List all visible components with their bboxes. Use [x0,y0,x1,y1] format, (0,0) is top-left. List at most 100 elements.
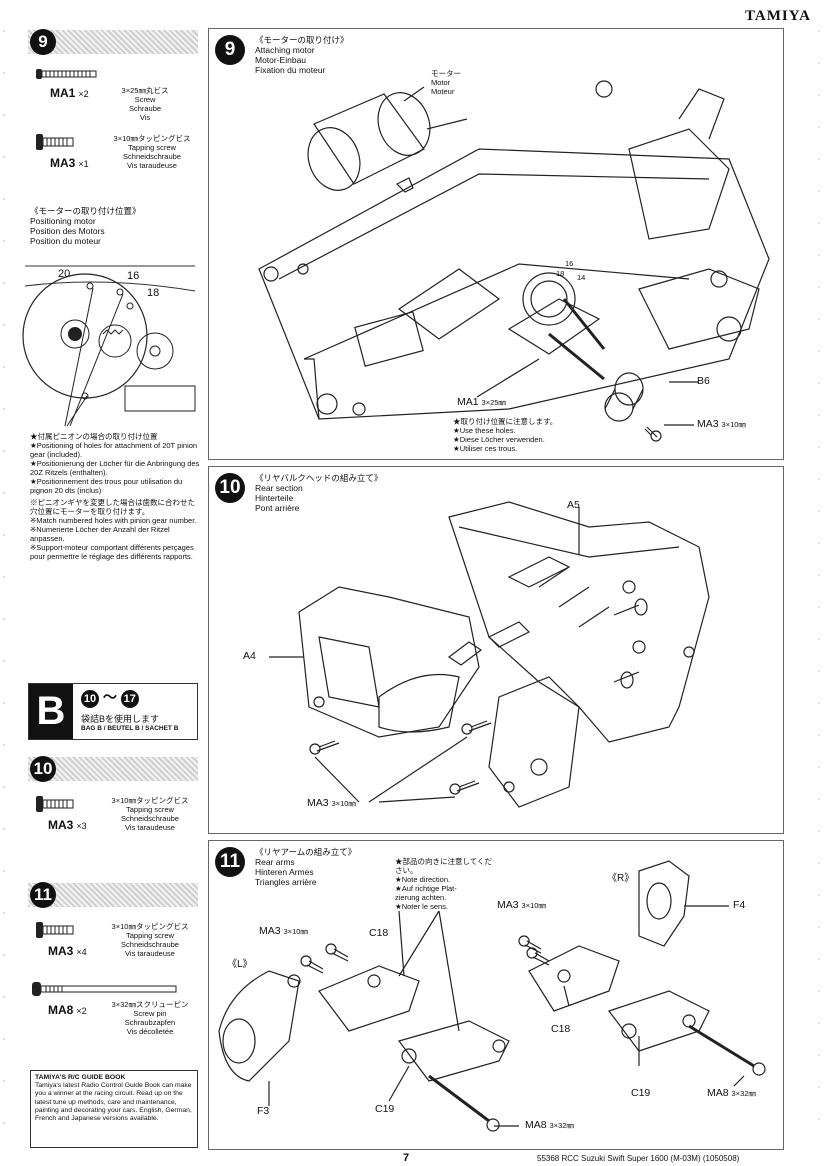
ma8-code-text: MA8 [48,1003,74,1017]
binding-marks [3,30,5,1140]
ma8-left-size: 3×32㎜ [549,1121,574,1130]
ma3-left-size: 3×10㎜ [283,927,308,936]
holes-note-de: ★Diese Löcher verwenden. [453,435,545,444]
a5-callout: A5 [567,499,580,511]
ma3-right-code: MA3 [497,899,519,911]
positioning-title-jp: 《モーターの取り付け位置》 [30,206,141,216]
positioning-title-en: Positioning motor [30,216,96,226]
guide-book-box: TAMIYA'S R/C GUIDE BOOK Tamiya's latest … [30,1070,198,1148]
step10-badge: 10 [30,756,56,782]
a4-callout: A4 [243,650,256,662]
step10-title-en: Rear section [255,483,303,493]
note-fr-1: ★Positionnement des trous pour utilisati… [30,477,183,495]
holes-note-en: ★Use these holes. [453,426,516,435]
ma8-code: MA8×2 [48,1003,87,1017]
ma1-size: 3×25㎜丸ビス [121,86,169,95]
ma1-code-text: MA1 [50,86,76,100]
step9-panel-badge: 9 [215,35,245,65]
note-de-2: ※Numerierte Löcher der Anzahl der Ritzel… [30,525,170,543]
ma1-callout: MA1 3×25㎜ [457,396,506,408]
ma3-callout-code-step9: MA3 [697,418,719,430]
note-de-1: ★Positionierung der Löcher für die Anbri… [30,459,200,477]
ma3-callout-step9: MA3 3×10㎜ [697,418,746,430]
ma3-qty-step10: ×3 [76,821,87,831]
note-en-2: ※Match numbered holes with pinion gear n… [30,516,197,525]
step9-panel: 9 《モーターの取り付け》 Attaching motor Motor-Einb… [208,28,784,460]
ma1-desc-de: Schraube [128,104,162,113]
ma3-screw-icon-step11 [36,922,74,938]
ma3-desc-de: Schneidschraube [123,152,181,161]
bag-range-from: 10 [81,690,99,708]
bag-range-to: 17 [120,690,139,708]
bag-en: BAG B / BEUTEL B / SACHET B [81,725,179,732]
step9-badge: 9 [30,29,56,55]
ma3-screw-icon-step10 [36,796,74,812]
c19-right-callout: C19 [631,1087,651,1099]
ma3-desc-de-step10: Schneidschraube [121,814,179,823]
bag-b-box: B 10 〜 17 袋詰Bを使用します BAG B / BEUTEL B / S… [28,683,198,740]
step11-badge: 11 [30,882,56,908]
ma3-desc-en: Tapping screw [128,143,176,152]
guide-text: Tamiya's latest Radio Control Guide Book… [35,1082,192,1123]
step10-panel: 10 《リヤバルクヘッドの組み立て》 Rear section Hinterte… [208,466,784,834]
ma3-desc-en-step11: Tapping screw [126,931,174,940]
step9-title-en: Attaching motor [255,45,315,55]
motor-label-fr: Moteur [431,87,455,96]
ma3-size: 3×10㎜タッピングビス [113,134,191,143]
note-fr-2: ※Support-moteur comportant différents pe… [30,543,194,561]
note-jp-2: ※ピニオンギヤを変更した場合は歯数に合わせた穴位置にモーターを取り付けます。 [30,498,195,516]
ma3-desc-fr: Vis taraudeuse [127,161,177,170]
step9-title-jp: 《モーターの取り付け》 [255,35,349,45]
ma3-callout-code-step10: MA3 [307,797,329,809]
tooth-label-18: 18 [147,287,160,299]
step10-title-de: Hinterteile [255,493,294,503]
step11-parts-header [28,883,198,907]
ma8-qty: ×2 [76,1006,87,1016]
chassis-motor-illustration [258,80,770,442]
ma3-code-text-step10: MA3 [48,818,74,832]
ma3-desc-fr-step11: Vis taraudeuse [125,949,175,958]
positioning-notes: ★付属ピニオンの場合の取り付け位置 ★Positioning of holes … [30,432,200,561]
ma8-callout-left: MA8 3×32㎜ [525,1119,574,1131]
ma3-size-step10: 3×10㎜タッピングビス [111,796,189,805]
ma1-desc-en: Screw [134,95,156,104]
gear-number-18: 18 [556,269,565,278]
c18-right-callout: C18 [551,1023,571,1035]
ma3-screw-icon [36,134,74,150]
bag-range: 10 〜 17 [81,687,139,708]
ma3-code-step9: MA3×1 [50,156,89,170]
ma3-desc-de-step11: Schneidschraube [121,940,179,949]
step11-title-fr: Triangles arrière [255,877,317,887]
motor-label: モーター Motor Moteur [431,69,461,96]
ma3-qty: ×1 [78,159,89,169]
c19-left-callout: C19 [375,1103,395,1115]
step10-parts-header [28,757,198,781]
direction-note-jp: ★部品の向きに注意してください。 [395,857,493,875]
ma8-desc: 3×32㎜スクリューピン Screw pin Schraubzapfen Vis… [100,1000,200,1036]
ma1-screw-icon [36,69,97,79]
ma3-callout-right: MA3 3×10㎜ [497,899,546,911]
step11-title-de: Hinteren Armes [255,867,314,877]
rear-arms-illustration [218,860,766,1132]
ma3-code-step11: MA3×4 [48,944,87,958]
parts-column: 9 MA1×2 3×25㎜丸ビス Screw Schraube Vis MA3×… [0,0,205,1166]
positioning-title-fr: Position du moteur [30,236,101,246]
holes-note-fr: ★Utiliser ces trous. [453,444,518,453]
b6-callout: B6 [697,375,710,387]
holes-note: ★取り付け位置に注意します。 ★Use these holes. ★Diese … [453,417,593,453]
ma1-code: MA1×2 [50,86,89,100]
ma8-callout-right: MA8 3×32㎜ [707,1087,756,1099]
ma3-callout-left: MA3 3×10㎜ [259,925,308,937]
bag-range-tilde: 〜 [102,689,117,705]
ma8-size: 3×32㎜スクリューピン [111,1000,189,1009]
tooth-label-20: 20 [58,268,71,280]
motor-position-diagram [22,265,196,427]
bag-letter: B [29,684,73,739]
note-jp-1: ★付属ピニオンの場合の取り付け位置 [30,432,158,441]
step10-panel-badge: 10 [215,473,245,503]
ma3-desc-step10: 3×10㎜タッピングビス Tapping screw Schneidschrau… [100,796,200,832]
ma3-desc-en-step10: Tapping screw [126,805,174,814]
ma8-desc-de: Schraubzapfen [124,1018,176,1027]
step11-title: 《リヤアームの組み立て》 Rear arms Hinteren Armes Tr… [255,847,356,887]
direction-note-fr: ★Noter le sens. [395,902,448,911]
